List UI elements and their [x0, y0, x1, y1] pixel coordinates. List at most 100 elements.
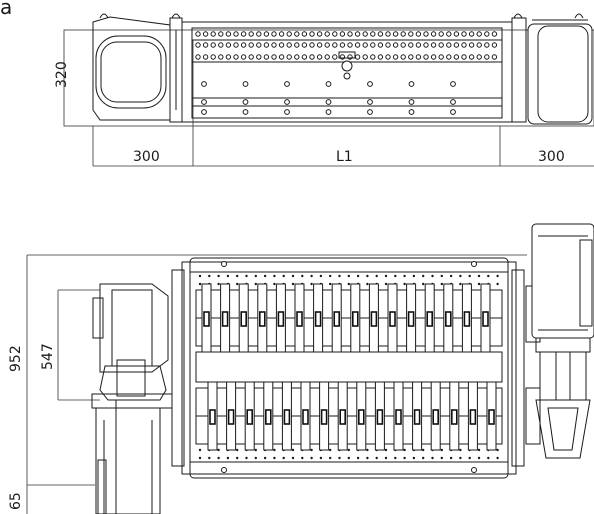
blade-hub — [283, 409, 291, 425]
bolt-hole — [286, 54, 292, 60]
bolt-hole — [408, 109, 415, 115]
bolt-hole — [210, 54, 216, 60]
bolt-hole — [370, 54, 376, 60]
bolt-hole — [301, 42, 308, 48]
chamber-dot — [273, 282, 276, 286]
shredder-blade — [281, 381, 292, 451]
bolt-hole — [263, 54, 270, 60]
bolt-hole — [325, 99, 332, 105]
chamber-dot — [440, 282, 443, 286]
chamber-dot — [217, 282, 220, 286]
bolt-hole — [484, 54, 490, 60]
chamber-dot — [208, 274, 211, 278]
chamber-dot — [394, 274, 397, 278]
shredder-blade — [263, 381, 274, 451]
bolt-hole — [242, 109, 249, 115]
bolt-hole — [284, 99, 290, 105]
blade-hub — [463, 311, 471, 327]
bolt-hole — [377, 54, 384, 60]
chamber-dot — [217, 274, 220, 278]
chamber-dot — [366, 282, 369, 286]
bolt-hole — [354, 31, 361, 37]
chamber-dot — [412, 456, 416, 460]
bolt-hole — [446, 31, 452, 37]
bolt-hole — [476, 54, 482, 60]
chamber-dot — [263, 274, 267, 278]
bolt-hole — [201, 109, 207, 115]
chamber-dot — [375, 456, 378, 460]
blade-hub — [320, 409, 328, 425]
shredder-blade — [294, 283, 305, 353]
chamber-dot — [245, 456, 248, 460]
bolt-hole — [301, 31, 308, 37]
bolt-hole — [218, 42, 224, 48]
shredder-blade — [467, 381, 478, 451]
bolt-hole — [210, 42, 216, 48]
bolt-hole — [316, 42, 323, 48]
chamber-dot — [440, 456, 443, 460]
shredder-blade — [368, 283, 379, 353]
chamber-dot — [329, 274, 332, 278]
chamber-dot — [301, 274, 304, 278]
bolt-hole — [240, 42, 247, 48]
blade-hub — [376, 409, 384, 425]
bolt-hole — [271, 54, 277, 60]
bolt-hole — [325, 109, 332, 115]
bolt-hole — [367, 109, 373, 115]
chamber-dot — [319, 456, 323, 460]
bolt-hole — [284, 109, 290, 115]
chamber-dot — [347, 456, 350, 460]
bolt-hole — [286, 31, 292, 37]
bolt-hole — [491, 31, 498, 37]
bolt-hole — [415, 54, 422, 60]
bolt-hole — [362, 31, 368, 37]
chamber-dot — [254, 274, 257, 278]
bolt-hole — [438, 54, 444, 60]
bolt-hole — [202, 42, 209, 48]
blade-hub — [339, 409, 347, 425]
chamber-dot — [319, 274, 323, 278]
chamber-dot — [366, 456, 369, 460]
bolt-hole — [408, 31, 414, 37]
bolt-hole — [400, 31, 406, 37]
blade-hub — [203, 311, 210, 327]
bolt-hole — [347, 42, 353, 48]
chamber-dot — [310, 448, 313, 452]
chamber-dot — [356, 456, 360, 460]
bolt-hole — [248, 42, 254, 48]
blade-hub — [314, 311, 322, 327]
bolt-hole — [233, 42, 239, 48]
blade-hub — [258, 311, 266, 327]
top-left-width-label: 300 — [133, 149, 160, 165]
bolt-hole — [461, 31, 467, 37]
bolt-hole — [195, 54, 201, 60]
chamber-dot — [263, 456, 267, 460]
bolt-hole — [301, 54, 308, 60]
blade-hub — [395, 409, 402, 425]
top-center-width-label: L1 — [336, 149, 353, 165]
chamber-dot — [496, 282, 499, 286]
bolt-hole — [339, 42, 346, 48]
bolt-hole — [256, 42, 262, 48]
chamber-dot — [338, 274, 341, 278]
bolt-hole — [450, 81, 456, 87]
bolt-hole — [415, 42, 422, 48]
bolt-hole — [468, 31, 475, 37]
bolt-hole — [240, 31, 247, 37]
bolt-hole — [240, 54, 247, 60]
bolt-hole — [370, 42, 376, 48]
top-view: 320 300 L1 300 — [54, 13, 594, 167]
chamber-dot — [422, 456, 425, 460]
shredder-blade — [406, 283, 417, 353]
chamber-dot — [329, 282, 332, 286]
bolt-hole — [316, 31, 323, 37]
bolt-hole — [195, 42, 201, 48]
bolt-hole — [423, 42, 429, 48]
blade-hub — [302, 409, 309, 425]
shredder-blade — [257, 283, 268, 353]
shredder-blade — [220, 283, 231, 353]
top-right-width-label: 300 — [538, 149, 565, 165]
chamber-dot — [236, 448, 239, 452]
bolt-hole — [450, 109, 456, 115]
chamber-dot — [198, 448, 202, 452]
